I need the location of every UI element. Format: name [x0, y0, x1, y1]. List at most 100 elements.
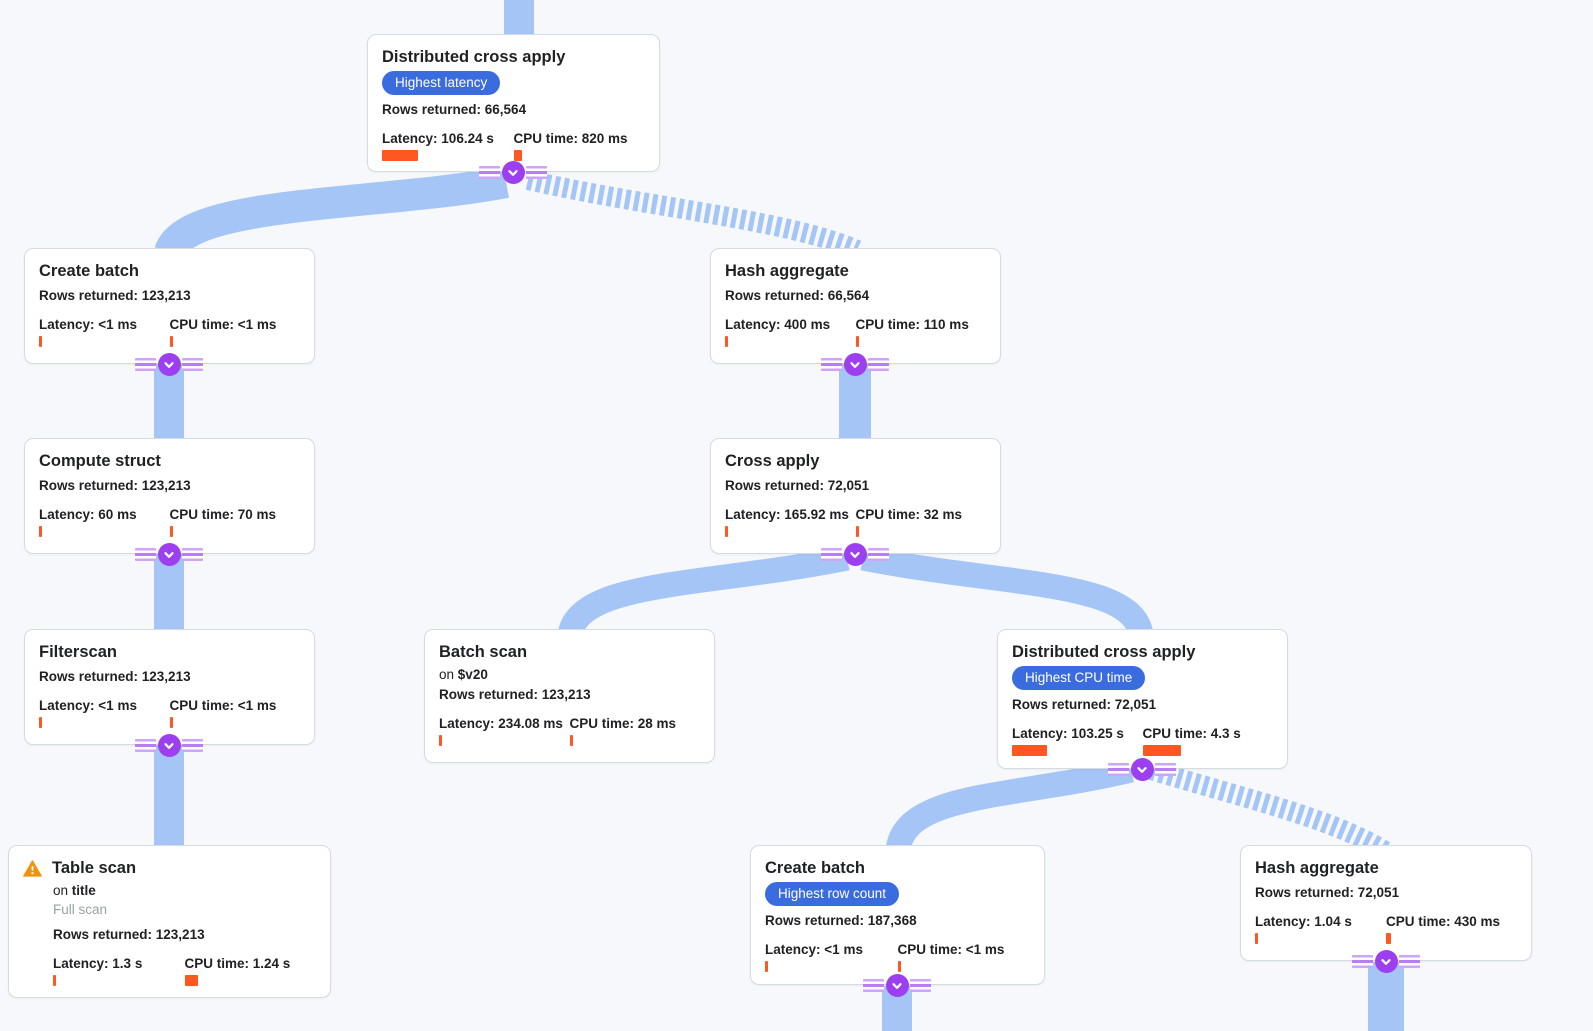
metrics: Latency: 106.24 s CPU time: 820 ms — [382, 131, 645, 161]
plan-node-cross-apply[interactable]: Cross apply Rows returned: 72,051 Latenc… — [710, 438, 1001, 554]
plan-node-hash-aggregate-bottom[interactable]: Hash aggregate Rows returned: 72,051 Lat… — [1240, 845, 1532, 961]
plan-node-create-batch-left[interactable]: Create batch Rows returned: 123,213 Late… — [24, 248, 315, 364]
node-title: Create batch — [765, 859, 865, 877]
plan-node-filterscan[interactable]: Filterscan Rows returned: 123,213 Latenc… — [24, 629, 315, 745]
plan-node-distributed-cross-apply-root[interactable]: Distributed cross apply Highest latency … — [367, 34, 660, 172]
latency-label: Latency: — [765, 942, 821, 957]
expand-toggle-hash-aggregate-top[interactable] — [821, 353, 889, 376]
expander-stripes-right — [910, 979, 931, 992]
node-title: Filterscan — [39, 643, 117, 661]
latency-metric: Latency: 1.3 s — [53, 956, 185, 986]
cpu-label: CPU time: — [855, 507, 921, 522]
expander-stripes-left — [479, 166, 500, 179]
cpu-value: 1.24 s — [252, 956, 291, 971]
latency-value: <1 ms — [98, 317, 137, 332]
rows-returned: Rows returned: 72,051 — [1255, 884, 1517, 901]
expand-toggle-hash-aggregate-bottom[interactable] — [1352, 950, 1420, 973]
cpu-value: 110 ms — [923, 317, 969, 332]
plan-node-table-scan[interactable]: Table scan on title Full scan Rows retur… — [8, 845, 331, 998]
latency-bar — [725, 526, 728, 537]
metrics: Latency: 165.92 ms CPU time: 32 ms — [725, 507, 986, 537]
scan-type: Full scan — [53, 902, 108, 917]
edge-root-to-hash-aggregate-top — [525, 170, 862, 260]
plan-node-hash-aggregate-top[interactable]: Hash aggregate Rows returned: 66,564 Lat… — [710, 248, 1001, 364]
expander-stripes-left — [1352, 955, 1373, 968]
rows-returned: Rows returned: 66,564 — [725, 287, 986, 304]
cpu-value: 28 ms — [637, 716, 677, 731]
expander-stripes-right — [182, 358, 203, 371]
expand-toggle-create-batch-bottom[interactable] — [863, 974, 931, 997]
expander-stripes-left — [135, 739, 156, 752]
plan-node-distributed-cross-apply-2[interactable]: Distributed cross apply Highest CPU time… — [997, 629, 1288, 769]
rows-returned-value: 187,368 — [867, 913, 917, 928]
edge-dca2-to-hash-aggregate-bottom — [1148, 760, 1391, 860]
latency-value: <1 ms — [824, 942, 863, 957]
on-label: on — [53, 883, 69, 898]
rows-returned-label: Rows returned: — [53, 927, 153, 942]
edge-dca2-to-create-batch-bottom — [885, 757, 1134, 854]
rows-returned-value: 72,051 — [1357, 885, 1400, 900]
expand-toggle-compute-struct[interactable] — [135, 543, 203, 566]
metrics: Latency: 60 ms CPU time: 70 ms — [39, 507, 300, 537]
latency-metric: Latency: 400 ms — [725, 317, 856, 347]
cpu-time-bar — [184, 975, 198, 986]
latency-bar — [1012, 745, 1047, 756]
expand-toggle-filterscan[interactable] — [135, 734, 203, 757]
latency-bar — [382, 150, 418, 161]
latency-value: 234.08 ms — [498, 716, 563, 731]
rows-returned-value: 123,213 — [541, 687, 591, 702]
latency-metric: Latency: 60 ms — [39, 507, 170, 537]
rows-returned: Rows returned: 123,213 — [39, 668, 300, 685]
rows-returned: Rows returned: 72,051 — [1012, 696, 1273, 713]
warning-icon — [23, 859, 42, 877]
rows-returned: Rows returned: 123,213 — [53, 926, 316, 943]
highest-row-count-badge: Highest row count — [765, 882, 900, 906]
cpu-label: CPU time: — [1142, 726, 1208, 741]
expand-toggle-create-batch-left[interactable] — [135, 353, 203, 376]
latency-label: Latency: — [39, 507, 95, 522]
rows-returned-value: 123,213 — [141, 288, 191, 303]
chevron-down-icon — [885, 974, 909, 997]
expander-stripes-left — [821, 548, 842, 561]
cpu-time-bar — [855, 336, 859, 347]
highest-cpu-time-badge: Highest CPU time — [1012, 666, 1146, 690]
expander-stripes-left — [821, 358, 842, 371]
expand-toggle-cross-apply[interactable] — [821, 543, 889, 566]
on-label: on — [439, 667, 455, 682]
scan-object: $v20 — [457, 667, 488, 682]
plan-node-compute-struct[interactable]: Compute struct Rows returned: 123,213 La… — [24, 438, 315, 554]
rows-returned-label: Rows returned: — [39, 669, 139, 684]
cpu-metric: CPU time: 28 ms — [569, 716, 701, 746]
expand-toggle-distributed-cross-apply-2[interactable] — [1108, 758, 1176, 781]
latency-value: 106.24 s — [441, 131, 494, 146]
latency-metric: Latency: 234.08 ms — [439, 716, 570, 746]
plan-node-create-batch-bottom[interactable]: Create batch Highest row count Rows retu… — [750, 845, 1045, 985]
cpu-value: 4.3 s — [1210, 726, 1241, 741]
expand-toggle-distributed-cross-apply-root[interactable] — [479, 161, 547, 184]
edge-cross-apply-to-batch-scan — [557, 545, 850, 639]
rows-returned: Rows returned: 123,213 — [39, 477, 300, 494]
latency-bar — [725, 336, 728, 347]
metrics: Latency: 1.3 s CPU time: 1.24 s — [53, 956, 316, 986]
expander-stripes-left — [135, 358, 156, 371]
plan-node-batch-scan[interactable]: Batch scan on $v20 Rows returned: 123,21… — [424, 629, 715, 763]
cpu-time-bar — [855, 526, 859, 537]
cpu-metric: CPU time: 70 ms — [169, 507, 301, 537]
latency-value: <1 ms — [98, 698, 137, 713]
highest-latency-badge: Highest latency — [382, 71, 501, 95]
cpu-label: CPU time: — [855, 317, 921, 332]
rows-returned-label: Rows returned: — [1012, 697, 1112, 712]
latency-metric: Latency: 165.92 ms — [725, 507, 856, 537]
node-title: Hash aggregate — [1255, 859, 1379, 877]
scan-target: on title — [53, 882, 316, 899]
latency-value: 103.25 s — [1071, 726, 1124, 741]
node-title: Compute struct — [39, 452, 161, 470]
latency-value: 60 ms — [98, 507, 137, 522]
expander-stripes-right — [182, 739, 203, 752]
rows-returned-value: 123,213 — [141, 669, 191, 684]
rows-returned: Rows returned: 66,564 — [382, 101, 645, 118]
rows-returned-label: Rows returned: — [765, 913, 865, 928]
cpu-label: CPU time: — [184, 956, 250, 971]
expander-stripes-right — [868, 548, 889, 561]
cpu-value: <1 ms — [237, 317, 277, 332]
